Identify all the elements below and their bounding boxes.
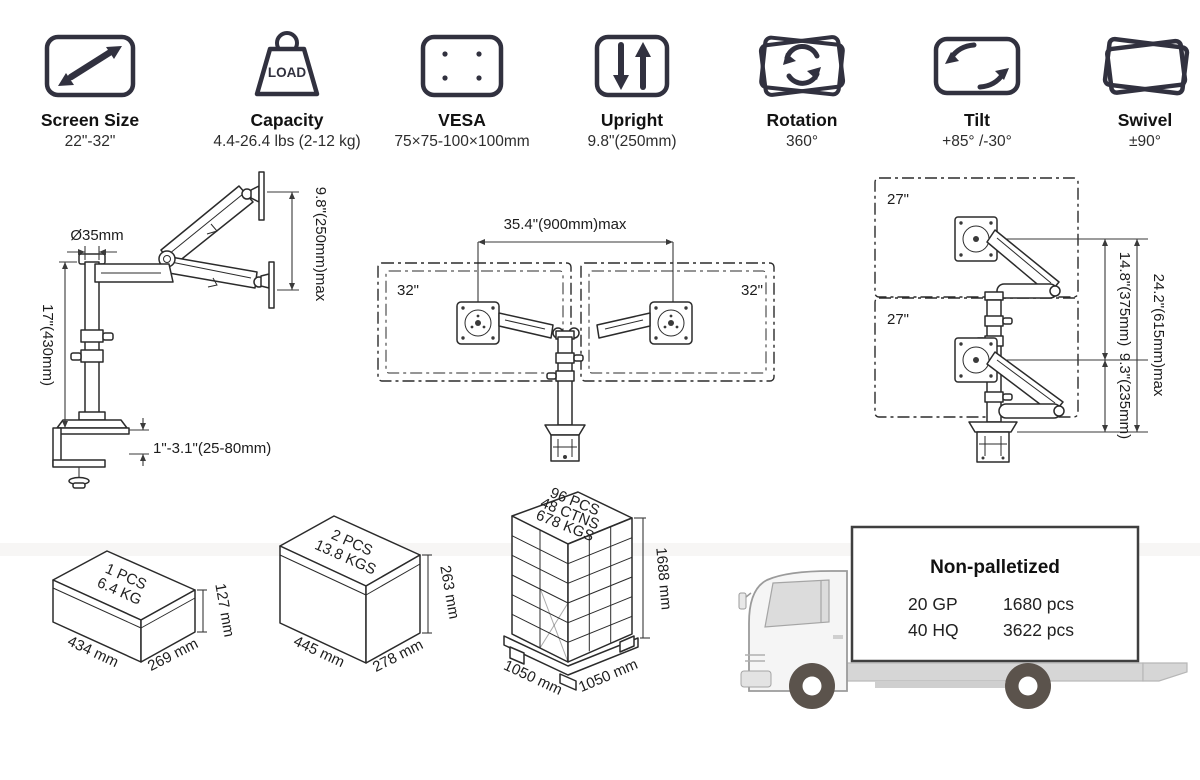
pole (70, 253, 174, 421)
feature-vesa: VESA 75×75-100×100mm (370, 30, 554, 151)
dim-upper-monitor-height: 14.8"(375mm) (1102, 239, 1133, 360)
dim-lower-monitor-height: 9.3"(235mm) (1102, 353, 1133, 439)
screen-size-label: 32" (397, 282, 419, 299)
dim-height-lines (197, 589, 207, 633)
feature-name: Rotation (766, 110, 838, 130)
rotation-icon (758, 35, 846, 97)
carton (52, 550, 196, 663)
feature-name: Screen Size (40, 110, 140, 130)
tilt-icon (933, 36, 1021, 96)
right-monitor-outline: 32" (580, 262, 775, 382)
feature-value: 22"-32" (64, 133, 116, 150)
dim-text: 17"(430mm) (39, 304, 56, 386)
right-vesa-plate (649, 301, 693, 345)
left-monitor-outline: 32" (377, 262, 572, 382)
feature-swivel: Swivel ±90° (1053, 30, 1200, 151)
feature-screen-size: Screen Size 22"-32" (0, 30, 182, 151)
left-vesa-plate (456, 301, 500, 345)
container-type: 20 GP (908, 594, 958, 614)
dim-height: 263 mm (436, 564, 462, 620)
arms-and-pole (498, 312, 651, 462)
load-weight-icon: LOAD (254, 31, 320, 97)
feature-name: Upright (600, 110, 664, 130)
dim-text: 35.4"(900mm)max (504, 216, 627, 233)
dim-height-lines (634, 517, 650, 639)
lower-arm (986, 351, 1065, 419)
dual-monitor-top-drawing: 35.4"(900mm)max 32" 32" (377, 216, 775, 462)
gas-spring-arm (158, 185, 265, 289)
feature-value: 360° (785, 133, 819, 150)
feature-rotation: Rotation 360° (710, 30, 894, 151)
desk-clamp (52, 419, 130, 489)
side-view-drawing: Ø35mm 17"(430mm) 9.8"(250mm)max 1"-3.1"(… (39, 171, 329, 489)
shipping-title: Non-palletized (930, 557, 1060, 578)
front-wheel (789, 663, 835, 709)
dim-desk-thickness: 1"-3.1"(25-80mm) (129, 418, 271, 466)
feature-name: Tilt (964, 110, 990, 130)
dim-pole-height: 17"(430mm) (39, 261, 77, 429)
dim-pole-diameter: Ø35mm (67, 227, 124, 260)
vesa-pattern-icon (420, 34, 504, 98)
single-box-drawing: 1 PCS 6.4 KG 434 mm 269 mm 127 mm (52, 550, 238, 675)
dim-height: 1688 mm (652, 547, 674, 611)
dim-text: Ø35mm (70, 227, 123, 244)
upper-arm (984, 229, 1061, 301)
monitor-plates (250, 171, 275, 309)
feature-name: VESA (438, 110, 486, 130)
container-qty: 3622 pcs (1003, 620, 1074, 640)
dim-total-height: 24.2"(615mm)max (1134, 239, 1167, 432)
dim-text: 1"-3.1"(25-80mm) (153, 440, 271, 457)
stacked-monitor-drawing: 27" 27" (874, 177, 1167, 463)
screen-size-label: 27" (887, 311, 909, 328)
feature-tilt: Tilt +85° /-30° (885, 30, 1069, 151)
feature-capacity: LOAD Capacity 4.4-26.4 lbs (2-12 kg) (195, 30, 379, 151)
container-qty: 1680 pcs (1003, 594, 1074, 614)
dim-height-lines (422, 554, 432, 634)
truck-cab (738, 570, 848, 692)
dim-height: 127 mm (211, 582, 237, 638)
dim-text: 9.3"(235mm) (1116, 353, 1133, 439)
screen-size-label: 32" (741, 282, 763, 299)
dim-text: 24.2"(615mm)max (1150, 274, 1167, 397)
bottom-monitor-outline: 27" (874, 297, 1079, 418)
container-type: 40 HQ (908, 620, 959, 640)
load-icon-label: LOAD (268, 65, 306, 80)
pallet-label: 96 PCS 48 CTNS 678 KGS (534, 484, 602, 545)
feature-value: ±90° (1129, 133, 1161, 150)
rear-wheel (1005, 663, 1051, 709)
dim-height-adjust: 9.8"(250mm)max (267, 187, 329, 302)
feature-upright: Upright 9.8"(250mm) (540, 30, 724, 151)
feature-value: 75×75-100×100mm (394, 133, 530, 150)
desk-clamp (968, 421, 1018, 463)
feature-value: 4.4-26.4 lbs (2-12 kg) (213, 133, 361, 150)
feature-value: 9.8"(250mm) (587, 133, 677, 150)
feature-value: +85° /-30° (942, 133, 1012, 150)
cargo-box: Non-palletized 20 GP 1680 pcs 40 HQ 3622… (850, 525, 1140, 663)
carton-stack (511, 491, 633, 663)
top-monitor-outline: 27" (874, 177, 1079, 298)
swivel-icon (1102, 36, 1190, 96)
wooden-pallet (503, 635, 639, 691)
dim-max-span: 35.4"(900mm)max (477, 216, 674, 319)
screen-size-icon (44, 34, 136, 98)
screen-size-label: 27" (887, 191, 909, 208)
master-box-drawing: 2 PCS 13.8 KGS 445 mm 278 mm 263 mm (279, 515, 463, 676)
dim-text: 14.8"(375mm) (1116, 252, 1133, 347)
feature-name: Capacity (250, 110, 324, 130)
carton (279, 515, 421, 664)
dim-text: 9.8"(250mm)max (312, 187, 329, 302)
witness-lines (995, 238, 1148, 433)
pallet-drawing: 96 PCS 48 CTNS 678 KGS 1050 mm 1050 mm 1… (501, 484, 675, 699)
upright-arrows-icon (594, 34, 670, 98)
feature-name: Swivel (1117, 110, 1173, 130)
truck-illustration: Non-palletized 20 GP 1680 pcs 40 HQ 3622… (738, 525, 1188, 709)
